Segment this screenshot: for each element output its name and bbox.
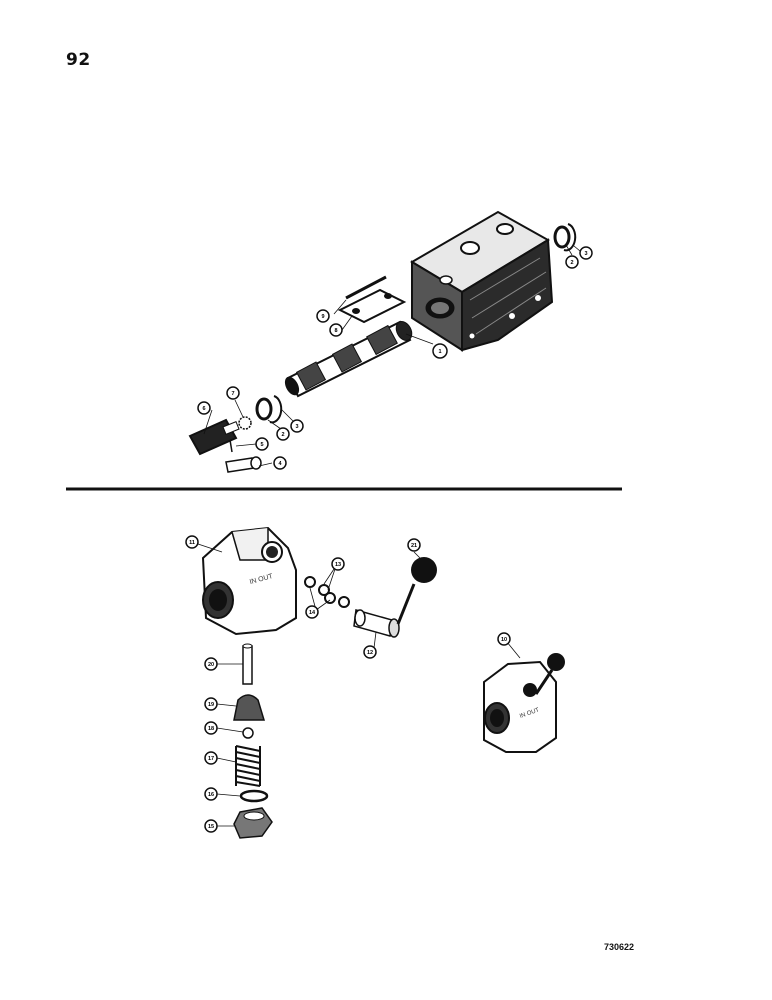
callout-label: 2: [281, 432, 284, 438]
callout-label: 13: [335, 562, 341, 568]
callout-label: 16: [208, 792, 214, 798]
callout-label: 19: [208, 702, 214, 708]
o-rings: [304, 576, 350, 608]
callout-label: 12: [367, 650, 373, 656]
page-number: 92: [66, 50, 91, 70]
callout-9: 9: [316, 309, 330, 323]
callout-label: 1: [438, 349, 441, 355]
callout-5: 5: [255, 437, 269, 451]
callout-label: 18: [208, 726, 214, 732]
callout-label: 11: [189, 540, 195, 546]
callout-label: 7: [231, 391, 234, 397]
clevis: [188, 418, 240, 456]
callout-20: 20: [204, 657, 218, 671]
callout-label: 3: [584, 251, 587, 257]
relief-spring: [235, 745, 261, 787]
callout-2: 2: [276, 427, 290, 441]
selector-knob: [411, 557, 437, 583]
callout-label: 5: [260, 442, 263, 448]
cotter-pin: [229, 439, 233, 453]
seal-ring-left: [255, 395, 283, 424]
poppet-cap: [233, 694, 266, 721]
callout-13: 13: [331, 557, 345, 571]
callout-label: 21: [411, 543, 417, 549]
adjusting-plug: [233, 807, 273, 839]
spool-cap-plate: [337, 275, 407, 324]
callout-label: 20: [208, 662, 214, 668]
callout-label: 9: [321, 314, 324, 320]
callout-11: 11: [185, 535, 199, 549]
callout-18: 18: [204, 721, 218, 735]
callout-15: 15: [204, 819, 218, 833]
callout-19: 19: [204, 697, 218, 711]
callout-14: 14: [305, 605, 319, 619]
callout-1: 1: [432, 343, 448, 359]
callout-2: 2: [565, 255, 579, 269]
valve-body: [410, 210, 554, 352]
assembled-selector-valve: IN OUT: [483, 653, 565, 753]
seal-ring-right: [553, 223, 577, 252]
callout-4: 4: [273, 456, 287, 470]
callout-17: 17: [204, 751, 218, 765]
plunger-pin: [242, 643, 253, 685]
callout-21: 21: [407, 538, 421, 552]
selector-stem: [353, 583, 416, 638]
callout-16: 16: [204, 787, 218, 801]
lock-washer: [238, 416, 252, 430]
callout-label: 2: [570, 260, 573, 266]
callout-7: 7: [226, 386, 240, 400]
callout-label: 15: [208, 824, 214, 830]
callout-3: 3: [579, 246, 593, 260]
callout-label: 4: [278, 461, 282, 467]
callout-label: 14: [309, 610, 316, 616]
spool: [284, 320, 413, 398]
callout-label: 6: [202, 406, 205, 412]
clevis-pin: [225, 456, 262, 473]
check-ball: [242, 727, 254, 739]
callout-label: 10: [501, 637, 507, 643]
callout-label: 3: [295, 424, 298, 430]
callout-6: 6: [197, 401, 211, 415]
callout-8: 8: [329, 323, 343, 337]
callout-12: 12: [363, 645, 377, 659]
callout-label: 17: [208, 756, 214, 762]
callout-3: 3: [290, 419, 304, 433]
seal-ring: [239, 789, 269, 803]
callout-label: 8: [334, 328, 337, 334]
figure-code: 730622: [604, 942, 635, 952]
selector-valve-body: IN OUT: [201, 526, 297, 636]
callout-10: 10: [497, 632, 511, 646]
